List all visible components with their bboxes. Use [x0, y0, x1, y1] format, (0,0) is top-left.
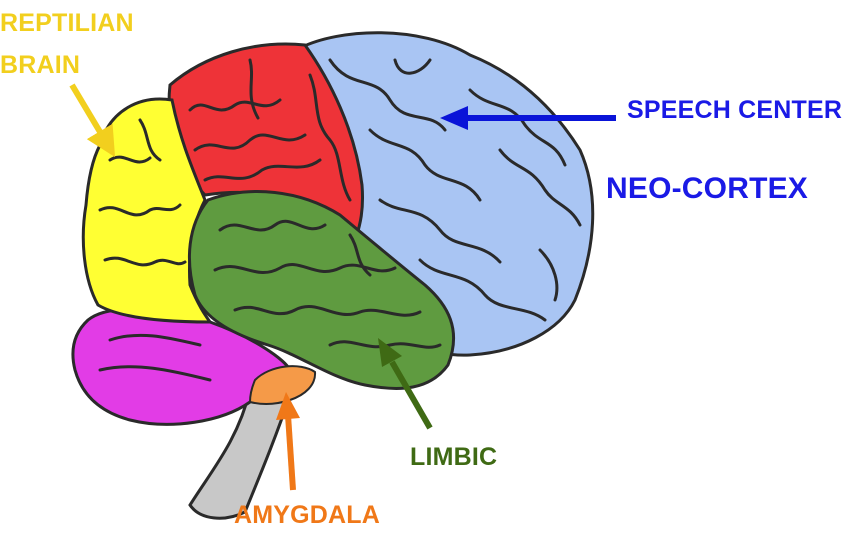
amygdala-arrow-shaft [285, 414, 296, 491]
neo-cortex-label: NEO-CORTEX [606, 172, 809, 205]
speech-center-arrow-head [440, 106, 468, 130]
amygdala-label: AMYGDALA [234, 501, 381, 529]
fold-lines [98, 58, 582, 382]
speech-center-label: SPEECH CENTER [627, 96, 843, 124]
amygdala-arrow-head [276, 392, 300, 420]
reptilian-label-line2: BRAIN [0, 51, 81, 79]
brain-stem [188, 388, 293, 520]
reptilian-label-line1: REPTILIAN [0, 9, 134, 37]
limbic-label: LIMBIC [410, 443, 498, 471]
limbic-arrow-head [378, 338, 402, 367]
limbic-arrow-shaft [389, 360, 433, 430]
limbic-region [187, 190, 456, 390]
reptilian-arrow [69, 83, 116, 158]
